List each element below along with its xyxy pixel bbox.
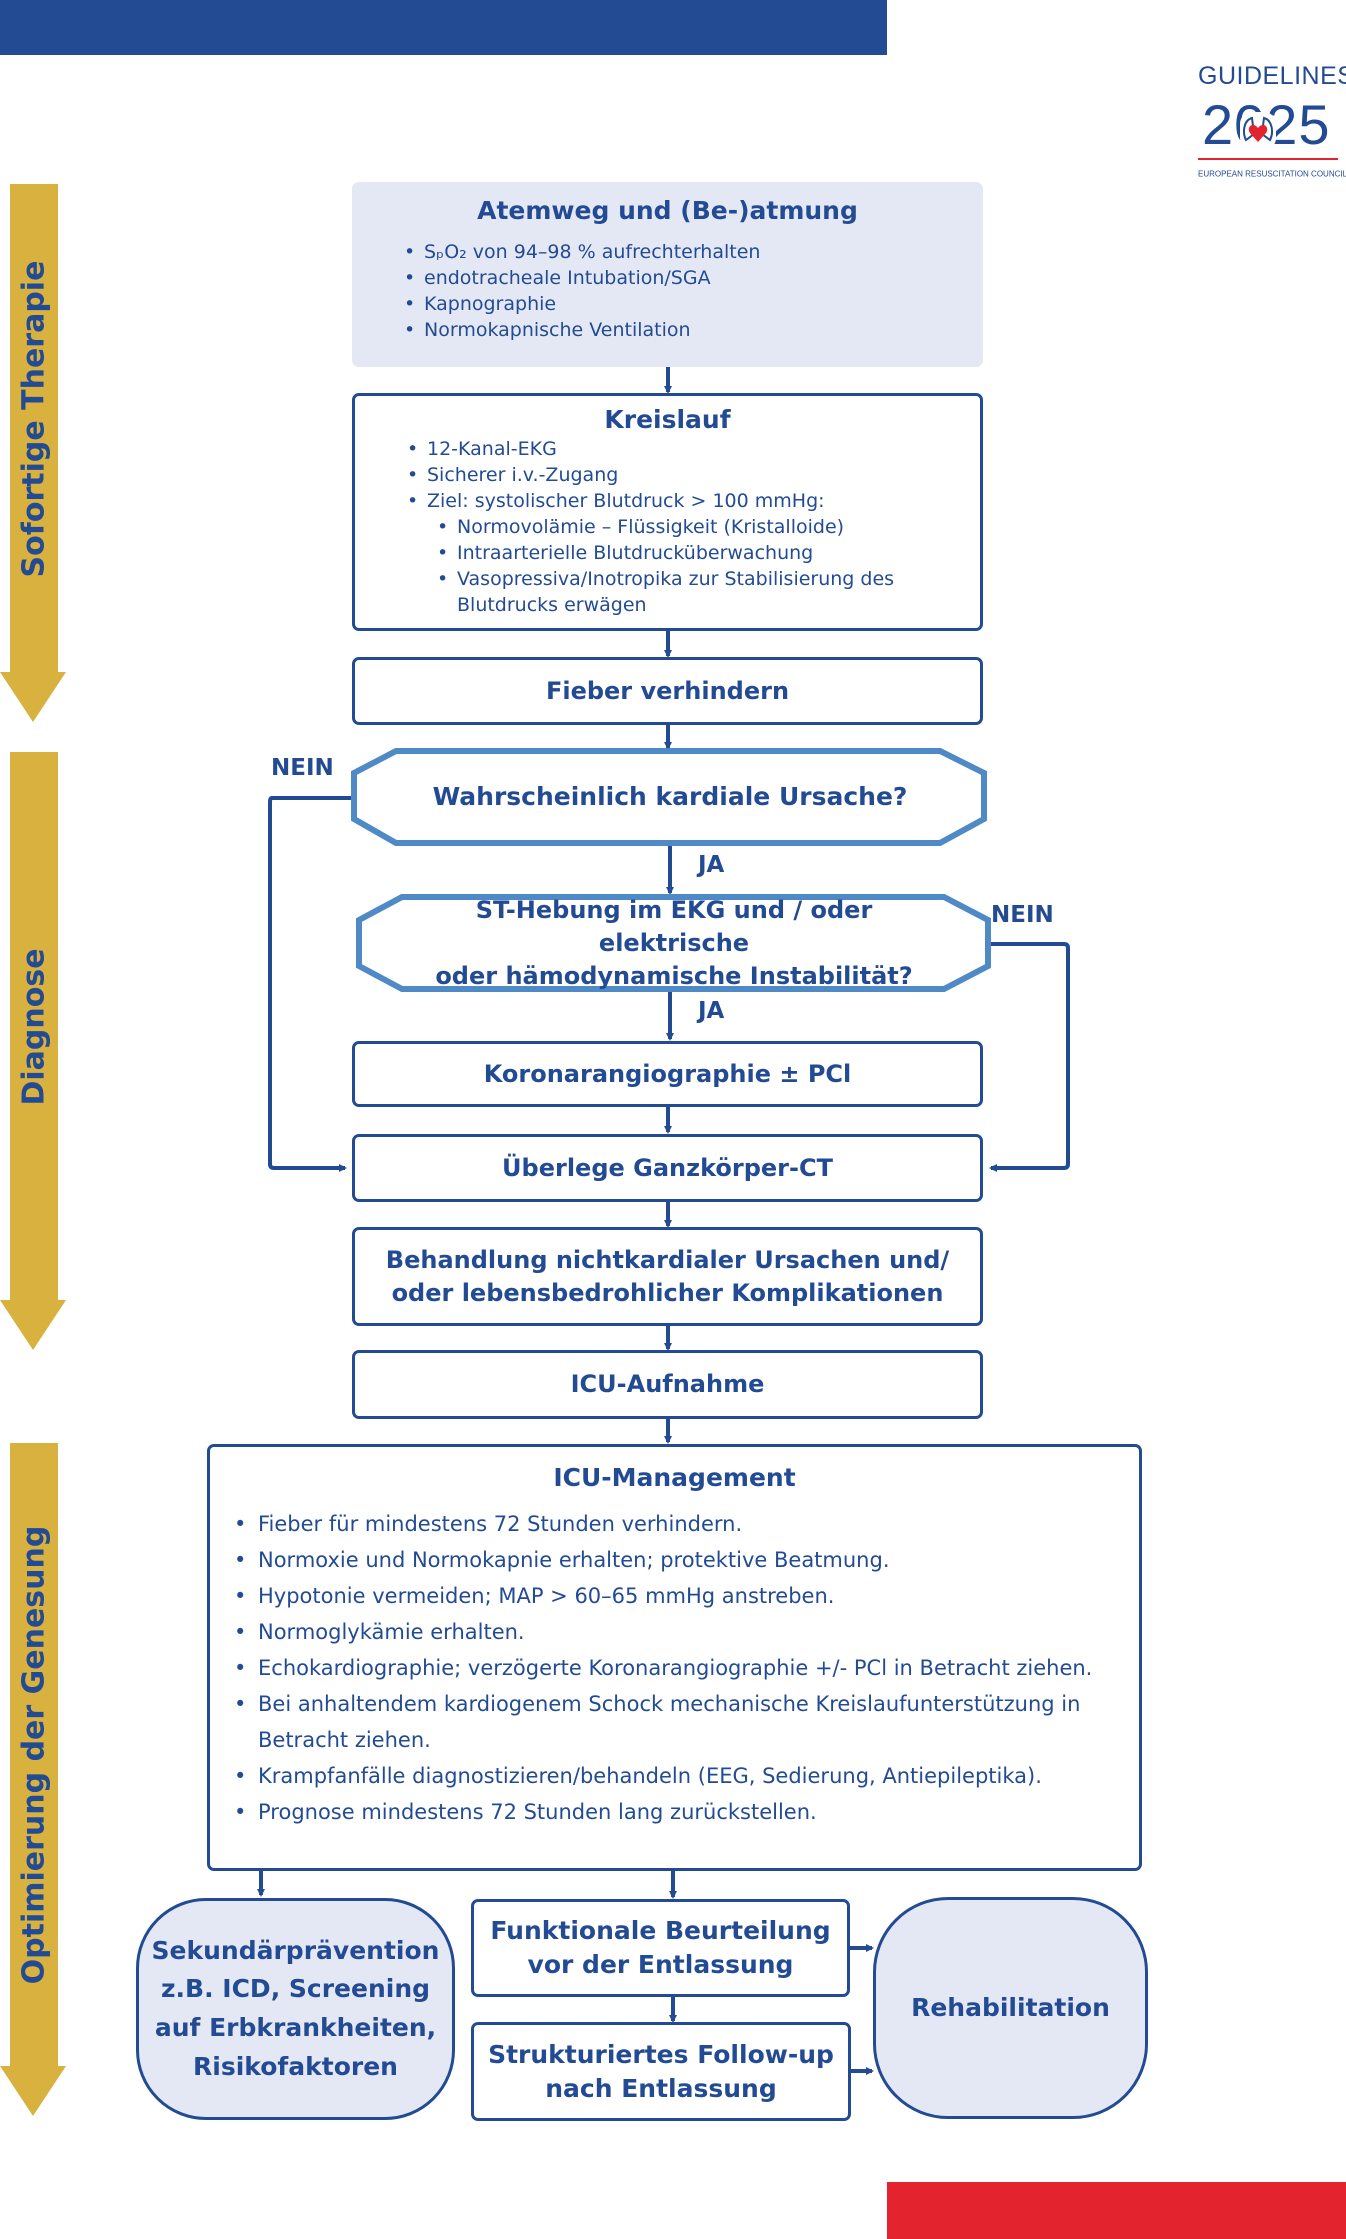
rehabilitation-box: Rehabilitation <box>873 1897 1148 2119</box>
airway-title: Atemweg und (Be-)atmung <box>477 196 858 225</box>
list-item: Sicherer i.v.-Zugang <box>407 462 980 488</box>
arrow-decision1-no <box>268 796 352 1172</box>
circulation-title: Kreislauf <box>604 405 731 434</box>
phase-arrow-therapy: Sofortige Therapie <box>0 184 66 724</box>
decision-st-line1: ST-Hebung im EKG und / oder elektrische <box>475 895 873 957</box>
list-item: Echokardiographie; verzögerte Koronarang… <box>234 1650 1119 1686</box>
list-item: Hypotonie vermeiden; MAP > 60–65 mmHg an… <box>234 1578 1119 1614</box>
list-item: Normovolämie – Flüssigkeit (Kristalloide… <box>437 514 940 540</box>
logo-guidelines-text: GUIDELINES <box>1198 62 1346 90</box>
circulation-list: 12-Kanal-EKG Sicherer i.v.-Zugang Ziel: … <box>407 436 980 514</box>
decision-shape-cardiac <box>351 748 987 846</box>
circulation-sublist: Normovolämie – Flüssigkeit (Kristalloide… <box>437 514 940 618</box>
followup-line1: Strukturiertes Follow-up <box>488 2039 834 2069</box>
logo-organisation: EUROPEAN RESUSCITATION COUNCIL© <box>1198 169 1346 179</box>
top-blue-bar <box>0 0 887 55</box>
decision-cardiac-cause: Wahrscheinlich kardiale Ursache? <box>400 751 940 843</box>
airway-box: Atemweg und (Be-)atmung SₚO₂ von 94–98 %… <box>352 182 983 367</box>
phase-arrow-diagnosis: Diagnose <box>0 752 66 1352</box>
list-item: Bei anhaltendem kardiogenem Schock mecha… <box>234 1686 1119 1758</box>
list-item: 12-Kanal-EKG <box>407 436 980 462</box>
decision-cardiac-text: Wahrscheinlich kardiale Ursache? <box>432 782 908 812</box>
secondary-line3: auf Erbkrankheiten, <box>154 2013 437 2042</box>
circulation-box: Kreislauf 12-Kanal-EKG Sicherer i.v.-Zug… <box>352 393 983 631</box>
noncardiac-box: Behandlung nichtkardialer Ursachen und/ … <box>352 1227 983 1326</box>
noncardiac-line1: Behandlung nichtkardialer Ursachen und/ <box>385 1246 950 1275</box>
no-label-cardiac: NEIN <box>271 755 334 781</box>
logo-divider <box>1198 158 1338 160</box>
functional-line1: Funktionale Beurteilung <box>490 1916 831 1946</box>
list-item: SₚO₂ von 94–98 % aufrechterhalten <box>404 239 983 265</box>
functional-assessment-box: Funktionale Beurteilung vor der Entlassu… <box>471 1899 850 1997</box>
noncardiac-line2: oder lebensbedrohlicher Komplikationen <box>391 1278 944 1307</box>
lungs-heart-icon <box>1240 112 1276 150</box>
coronary-label: Koronarangiographie ± PCl <box>483 1059 852 1088</box>
icu-admission-label: ICU-Aufnahme <box>570 1370 765 1399</box>
coronary-box: Koronarangiographie ± PCl <box>352 1041 983 1107</box>
phase-arrow-recovery: Optimierung der Genesung <box>0 1443 66 2118</box>
list-item: Prognose mindestens 72 Stunden lang zurü… <box>234 1794 1119 1830</box>
decision-st-line2: oder hämodynamische Instabilität? <box>435 961 913 990</box>
list-item: Normoxie und Normokapnie erhalten; prote… <box>234 1542 1119 1578</box>
guidelines-logo: GUIDELINES 2025 EUROPEAN RESUSCITATION C… <box>1190 62 1346 182</box>
list-item: Normoglykämie erhalten. <box>234 1614 1119 1650</box>
fever-label: Fieber verhindern <box>545 676 790 705</box>
fever-box: Fieber verhindern <box>352 657 983 725</box>
secondary-line1: Sekundärprävention <box>151 1935 440 1965</box>
decision-shape-st-elevation <box>356 894 991 992</box>
icu-admission-box: ICU-Aufnahme <box>352 1350 983 1419</box>
list-item: Ziel: systolischer Blutdruck > 100 mmHg: <box>407 488 980 514</box>
functional-line2: vor der Entlassung <box>527 1950 794 1979</box>
ct-label: Überlege Ganzkörper-CT <box>502 1153 833 1182</box>
secondary-line4: Risikofaktoren <box>193 2051 398 2081</box>
list-item: endotracheale Intubation/SGA <box>404 265 983 291</box>
list-item: Normokapnische Ventilation <box>404 317 983 343</box>
secondary-line2: z.B. ICD, Screening <box>160 1974 431 2004</box>
followup-box: Strukturiertes Follow-up nach Entlassung <box>471 2022 851 2121</box>
icu-management-list: Fieber für mindestens 72 Stunden verhind… <box>234 1506 1119 1830</box>
bottom-red-bar <box>887 2182 1346 2239</box>
list-item: Vasopressiva/Inotropika zur Stabilisieru… <box>437 566 940 618</box>
rehabilitation-label: Rehabilitation <box>911 1992 1110 2022</box>
list-item: Intraarterielle Blutdrucküberwachung <box>437 540 940 566</box>
secondary-prevention-box: Sekundärprävention z.B. ICD, Screening a… <box>136 1898 455 2120</box>
list-item: Fieber für mindestens 72 Stunden verhind… <box>234 1506 1119 1542</box>
list-item: Krampfanfälle diagnostizieren/behandeln … <box>234 1758 1119 1794</box>
icu-management-box: ICU-Management Fieber für mindestens 72 … <box>207 1444 1142 1871</box>
decision-st-elevation: ST-Hebung im EKG und / oder elektrische … <box>400 895 948 990</box>
ct-box: Überlege Ganzkörper-CT <box>352 1134 983 1202</box>
arrow-decision2-no <box>988 942 1070 1172</box>
yes-label-cardiac: JA <box>698 852 725 878</box>
list-item: Kapnographie <box>404 291 983 317</box>
yes-label-st-elevation: JA <box>698 998 725 1024</box>
no-label-st-elevation: NEIN <box>991 902 1054 928</box>
followup-line2: nach Entlassung <box>545 2073 777 2103</box>
airway-list: SₚO₂ von 94–98 % aufrechterhalten endotr… <box>404 239 983 343</box>
icu-management-title: ICU-Management <box>553 1463 796 1492</box>
